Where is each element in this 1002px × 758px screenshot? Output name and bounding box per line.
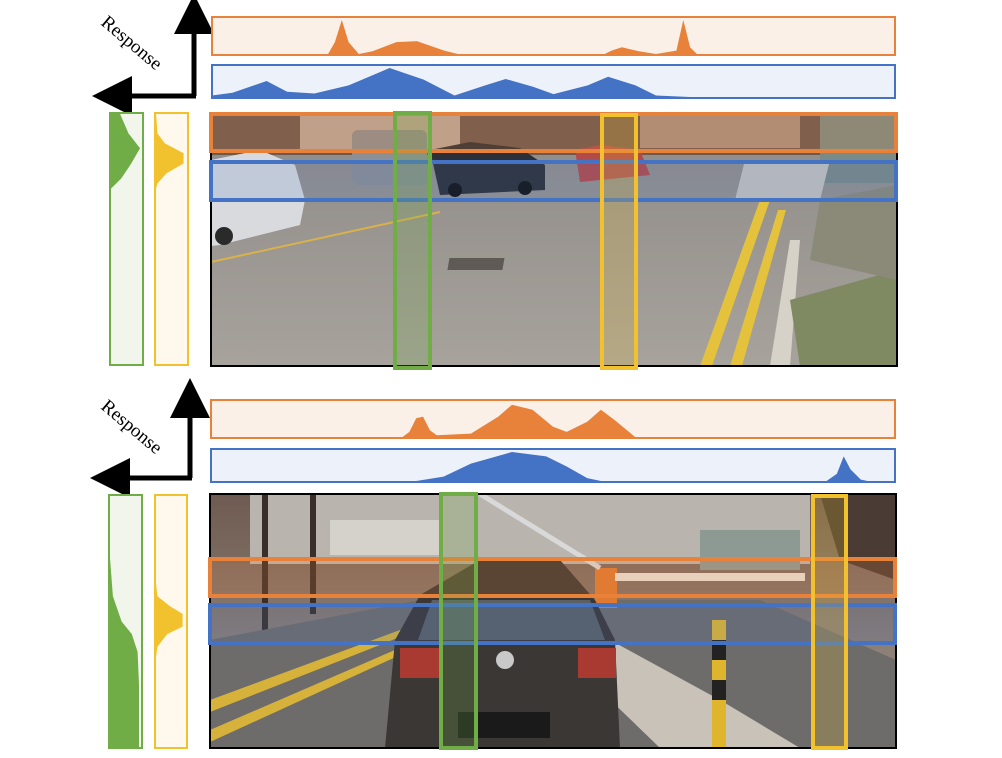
yellow-column-box [600,113,638,370]
yellow-vertical-response-curve [156,113,184,365]
blue-row-box [208,603,897,645]
orange-row-box [209,112,898,153]
yellow-column-box [811,494,848,750]
panel-top: Response [92,0,898,370]
blue-row-box [209,160,898,202]
scene-image-barrier-gate [209,493,897,749]
axis-label: Response [97,396,166,459]
axis-label: Response [97,12,166,75]
response-axis: Response [92,0,214,116]
blue-horizontal-response-curve [211,452,895,481]
green-column-box [439,492,478,750]
blue-profile-strip [211,64,896,99]
orange-row-box [208,557,897,598]
yellow-vertical-response-curve [156,495,183,748]
orange-profile-strip [211,16,896,56]
panel-bottom: Response [90,378,897,750]
response-axis: Response [90,378,210,498]
blue-horizontal-response-curve [212,68,895,97]
green-column-box [393,111,432,370]
scene-image-parking-lot [210,112,898,367]
green-vertical-response-curve [111,113,140,365]
orange-horizontal-response-curve [211,404,895,437]
green-vertical-response-curve [110,495,139,748]
